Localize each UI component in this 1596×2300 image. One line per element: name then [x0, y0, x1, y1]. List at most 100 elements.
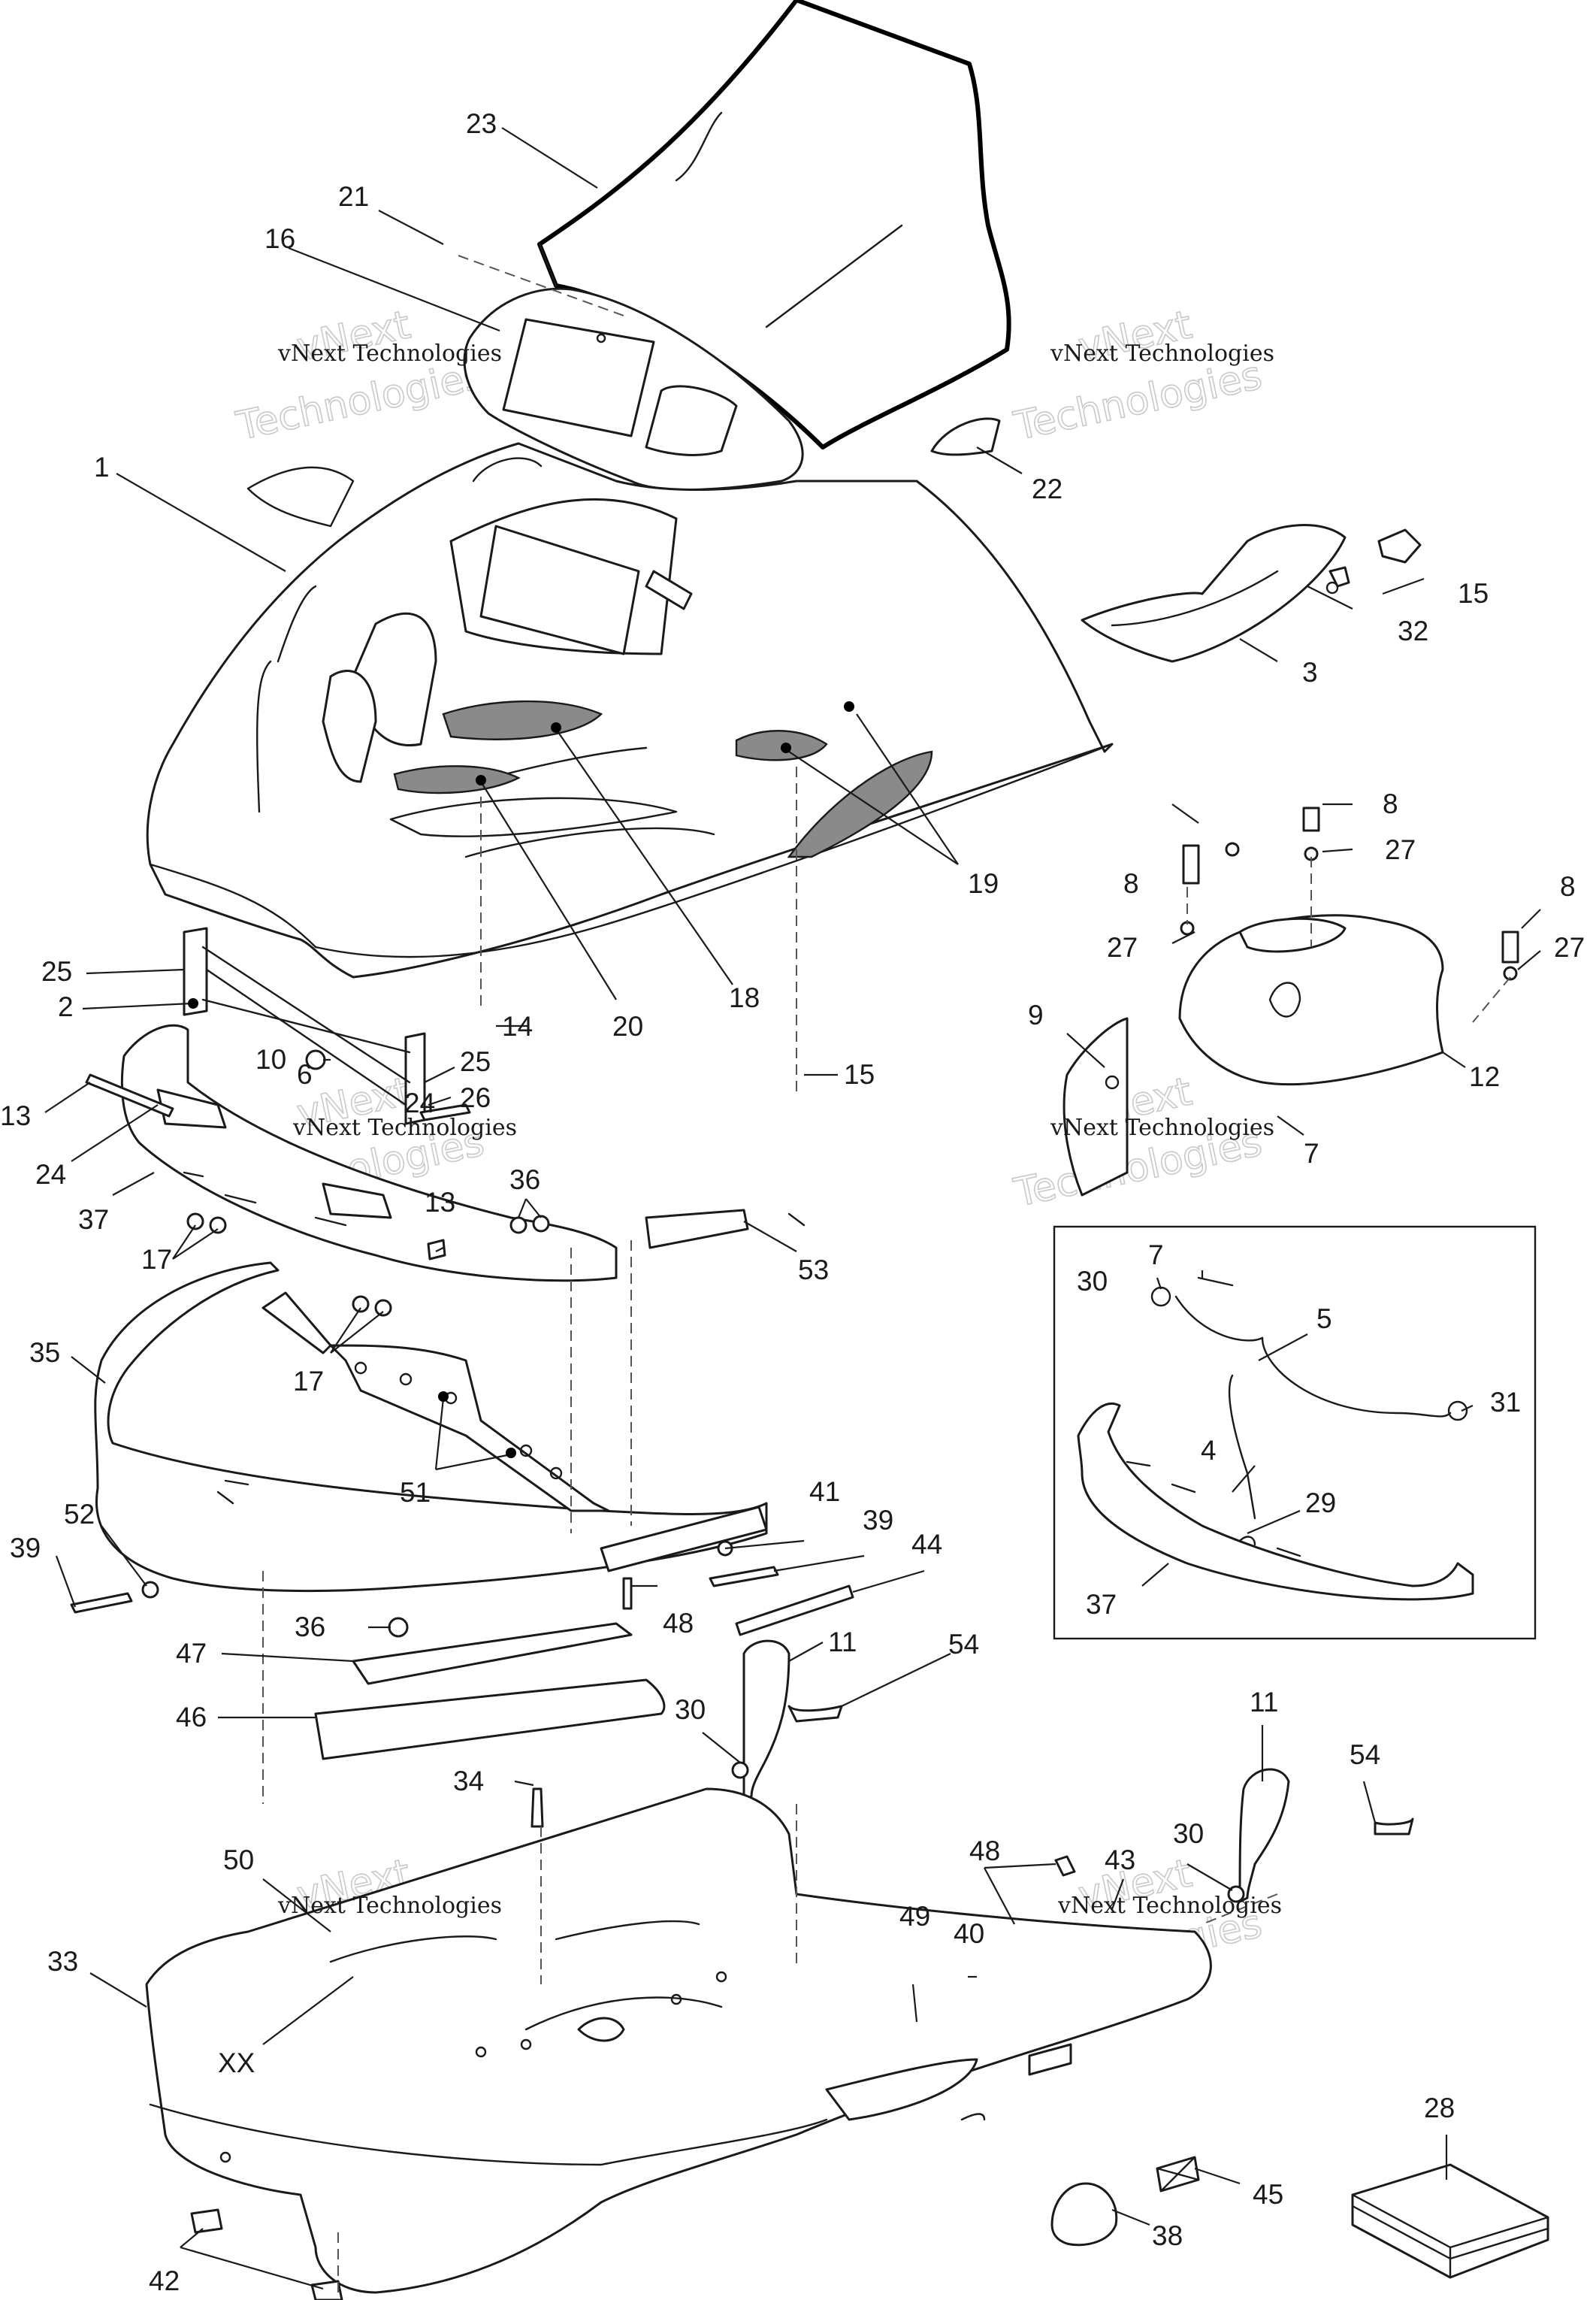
callout-14: 14	[502, 1011, 533, 1042]
callout-8-left: 8	[1123, 868, 1139, 899]
callout-38: 38	[1152, 2220, 1183, 2251]
callout-3: 3	[1302, 657, 1318, 688]
callout-54-right: 54	[1350, 1739, 1380, 1770]
bracket-46-part	[314, 1678, 666, 1760]
callout-26: 26	[460, 1082, 491, 1113]
callout-25-left: 25	[41, 956, 72, 987]
callout-41: 41	[809, 1476, 840, 1507]
clip-15-top	[1377, 528, 1422, 564]
watermark-4: vNext Technologies	[1050, 1115, 1274, 1141]
reinforcement-51-part	[261, 1291, 610, 1512]
belly-pan-part	[145, 1787, 1212, 2294]
callout-13-left: 13	[0, 1100, 31, 1131]
callout-27-top: 27	[1385, 834, 1416, 865]
callout-47: 47	[176, 1638, 207, 1669]
callout-53: 53	[798, 1254, 829, 1285]
callout-5: 5	[1316, 1303, 1332, 1334]
console-part	[1178, 914, 1444, 1086]
callout-39-right: 39	[863, 1505, 893, 1536]
callout-24-left: 24	[35, 1159, 66, 1190]
callout-10: 10	[255, 1044, 286, 1075]
callout-23: 23	[466, 108, 497, 139]
callout-34: 34	[453, 1766, 484, 1796]
callout-29: 29	[1305, 1487, 1336, 1518]
watermark-2: vNext Technologies	[1050, 340, 1274, 367]
crossmember-35-part	[94, 1261, 768, 1593]
callout-35: 35	[29, 1337, 60, 1368]
callout-7-upper: 7	[1304, 1138, 1319, 1169]
callout-9: 9	[1028, 1000, 1044, 1030]
callout-xx: XX	[218, 2047, 255, 2078]
grommet-42-part	[190, 2208, 343, 2300]
manual-28-part	[1351, 2163, 1549, 2279]
watermark-big-2b: Technologies	[1010, 353, 1265, 449]
strip-41-part	[600, 1506, 768, 1572]
callout-30-left: 30	[675, 1694, 706, 1725]
callout-16: 16	[264, 223, 295, 254]
cap-38-part	[1050, 2182, 1118, 2247]
decal-45-part	[1156, 2156, 1200, 2193]
watermark-text: vNext Technologies vNext Technologies vN…	[277, 340, 1282, 1919]
callout-18: 18	[729, 982, 760, 1013]
callout-32: 32	[1398, 616, 1428, 646]
callout-11-left: 11	[828, 1627, 857, 1657]
callout-24-right: 24	[404, 1088, 435, 1118]
callout-8-right: 8	[1560, 871, 1576, 902]
callout-39-left: 39	[10, 1533, 41, 1563]
callout-19: 19	[968, 868, 999, 899]
callout-46: 46	[176, 1702, 207, 1733]
callout-40: 40	[954, 1918, 984, 1949]
callout-33: 33	[47, 1946, 78, 1977]
hook-53-part	[645, 1209, 749, 1249]
callout-52: 52	[64, 1499, 95, 1530]
callout-30-right: 30	[1173, 1818, 1204, 1849]
callout-22: 22	[1032, 474, 1062, 504]
watermark-5: vNext Technologies	[277, 1893, 502, 1919]
nut-32	[1325, 566, 1350, 595]
washer-30-left	[731, 1761, 749, 1779]
callout-13-right: 13	[425, 1187, 455, 1218]
front-bumper-part	[120, 1024, 618, 1282]
callout-7-inset: 7	[1148, 1239, 1164, 1270]
callout-30-inset: 30	[1077, 1266, 1108, 1297]
callout-49: 49	[899, 1901, 930, 1932]
callout-21: 21	[338, 181, 369, 212]
callout-43: 43	[1105, 1845, 1135, 1875]
callout-48-right: 48	[969, 1835, 1000, 1866]
callout-15-top: 15	[1458, 578, 1489, 609]
callout-37-inset: 37	[1086, 1589, 1117, 1620]
callout-27-right: 27	[1554, 932, 1585, 963]
callout-45: 45	[1253, 2179, 1283, 2210]
callout-27-left: 27	[1107, 932, 1138, 963]
gauge-support-part	[463, 287, 804, 492]
assembly-lines	[262, 255, 1511, 2292]
strip-44-part	[735, 1584, 854, 1636]
callout-25-right: 25	[460, 1046, 491, 1077]
callout-17-lower: 17	[293, 1366, 324, 1397]
hardware-group	[70, 807, 1519, 2038]
callout-2: 2	[58, 991, 74, 1022]
callout-15-mid: 15	[844, 1059, 875, 1090]
mount-11-right	[1238, 1768, 1290, 1903]
strut-part	[183, 927, 426, 1125]
callout-48-left: 48	[663, 1608, 694, 1639]
callout-4: 4	[1201, 1435, 1217, 1466]
callout-36-upper: 36	[509, 1164, 540, 1195]
callout-42: 42	[149, 2265, 180, 2296]
handle-part	[930, 417, 1001, 456]
hood-part	[146, 442, 1114, 979]
callout-labels: 23 21 16 1 22 15 32 3 19 18 20 14 15 8 2…	[0, 108, 1585, 2296]
watermark-6: vNext Technologies	[1057, 1893, 1282, 1919]
callout-31: 31	[1490, 1387, 1521, 1418]
bracket-47-part	[352, 1622, 633, 1685]
mount-11-left	[742, 1639, 790, 1802]
watermark-big-1b: Technologies	[232, 353, 488, 449]
inset-detail	[1053, 1225, 1537, 1640]
callout-50: 50	[223, 1845, 254, 1875]
callout-51: 51	[400, 1477, 431, 1508]
callout-12: 12	[1469, 1061, 1500, 1092]
callout-36-lower: 36	[295, 1612, 325, 1642]
callout-8-top: 8	[1383, 788, 1398, 819]
watermark-1: vNext Technologies	[277, 340, 502, 367]
